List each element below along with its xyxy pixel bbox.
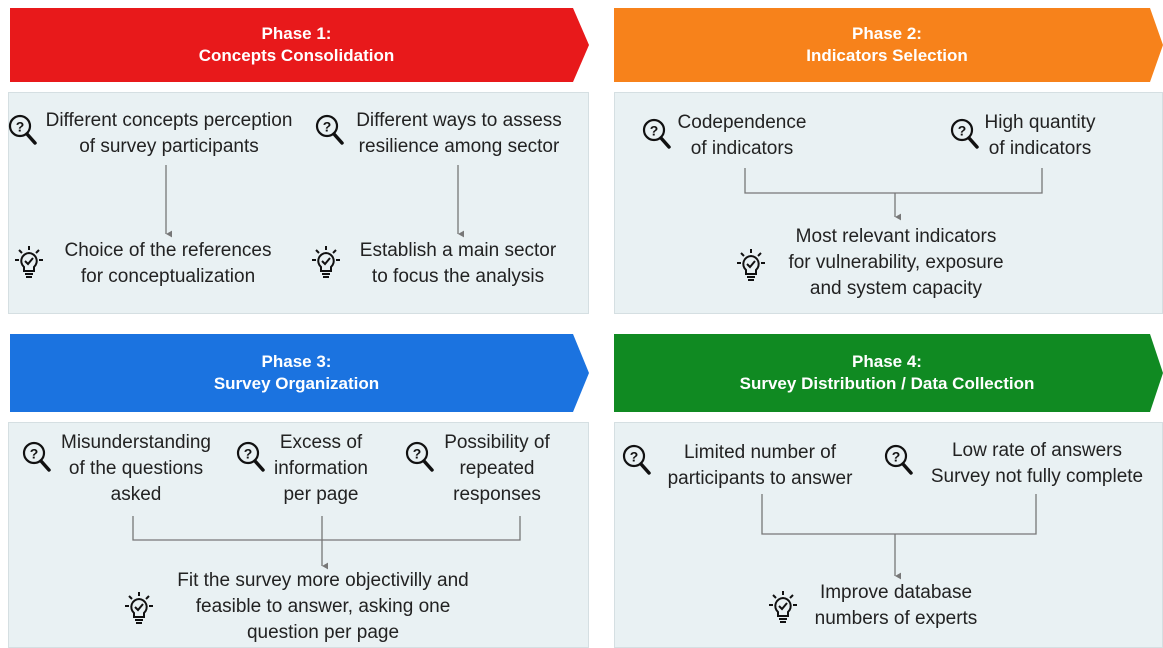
p3-issue-2-line2: information — [274, 458, 368, 479]
p3-issue-1-line3: asked — [110, 484, 162, 505]
phase3-title: Survey Organization — [213, 374, 380, 393]
p4-issue-2-line2: Survey not fully complete — [930, 466, 1144, 487]
magnifier-question-icon — [884, 443, 914, 477]
p3-issue-1-line2: of the questions — [68, 458, 204, 479]
p2-issue-2: High quantity of indicators — [975, 110, 1105, 162]
p1-issue-1-line1: Different concepts perception — [45, 110, 293, 131]
p3-issue-1-line1: Misunderstanding — [61, 432, 211, 453]
p3-issue-2-line1: Excess of — [279, 432, 363, 453]
phase4-label: Phase 4: — [852, 352, 922, 371]
p4-bracket — [761, 494, 1037, 535]
phase3-label: Phase 3: — [261, 352, 332, 371]
p3-issue-2-line3: per page — [283, 484, 359, 505]
phase4-panel — [614, 422, 1163, 648]
p2-solution-line2: for vulnerability, exposure — [788, 252, 1004, 273]
p1-issue-2-line2: resilience among sector — [358, 136, 560, 157]
phase4-title: Survey Distribution / Data Collection — [739, 374, 1035, 393]
p2-issue-2-line2: of indicators — [988, 138, 1092, 159]
phase3-banner-shape — [10, 334, 589, 412]
phase1-panel — [8, 92, 589, 314]
p3-bracket — [132, 516, 521, 541]
p2-issue-1: Codependence of indicators — [668, 110, 816, 162]
magnifier-question-icon — [8, 113, 38, 147]
magnifier-question-icon — [622, 443, 652, 477]
p2-solution-line3: and system capacity — [809, 278, 983, 299]
p3-issue-3-line3: responses — [453, 484, 541, 505]
p4-solution: Improve database numbers of experts — [800, 580, 992, 632]
phase3-header: Phase 3: Survey Organization — [10, 334, 583, 412]
p1-solution-2: Establish a main sector to focus the ana… — [344, 238, 572, 290]
p1-issue-1: Different concepts perception of survey … — [36, 108, 302, 160]
p2-issue-1-line1: Codependence — [677, 112, 807, 133]
phase2-title: Indicators Selection — [806, 46, 968, 65]
p4-issue-1: Limited number of participants to answer — [652, 440, 868, 492]
p1-solution-2-line1: Establish a main sector — [359, 240, 557, 261]
phase4-banner-shape — [614, 334, 1163, 412]
p1-solution-1-line1: Choice of the references — [64, 240, 272, 261]
p1-issue-1-line2: of survey participants — [79, 136, 259, 157]
p4-solution-line1: Improve database — [819, 582, 973, 603]
p2-solution: Most relevant indicators for vulnerabili… — [770, 224, 1022, 302]
p4-issue-1-line2: participants to answer — [667, 468, 853, 489]
p1-solution-1: Choice of the references for conceptuali… — [48, 238, 288, 290]
lightbulb-check-icon — [736, 248, 766, 282]
p4-issue-2: Low rate of answers Survey not fully com… — [914, 438, 1160, 490]
p3-issue-3: Possibility of repeated responses — [430, 430, 564, 508]
phase2-banner-shape — [614, 8, 1163, 82]
p1-solution-2-line2: to focus the analysis — [371, 266, 545, 287]
p2-issue-1-line2: of indicators — [690, 138, 794, 159]
phase1-header: Phase 1: Concepts Consolidation — [10, 8, 583, 82]
p1-issue-2-line1: Different ways to assess — [356, 110, 562, 131]
p4-issue-1-line1: Limited number of — [683, 442, 837, 463]
p3-issue-3-line1: Possibility of — [444, 432, 550, 453]
phase1-banner-shape — [10, 8, 589, 82]
p3-solution-line3: question per page — [246, 622, 400, 643]
p2-solution-line1: Most relevant indicators — [795, 226, 997, 247]
p1-issue-2: Different ways to assess resilience amon… — [341, 108, 577, 160]
lightbulb-check-icon — [14, 245, 44, 279]
p1-solution-1-line2: for conceptualization — [80, 266, 256, 287]
lightbulb-check-icon — [124, 591, 154, 625]
phase1-title: Concepts Consolidation — [198, 46, 395, 65]
phase2-panel — [614, 92, 1163, 314]
p3-issue-2: Excess of information per page — [262, 430, 380, 508]
p3-solution: Fit the survey more objectivilly and fea… — [158, 568, 488, 646]
phase3-panel — [8, 422, 589, 648]
p3-solution-line2: feasible to answer, asking one — [195, 596, 451, 617]
phase2-label: Phase 2: — [852, 24, 922, 43]
p3-solution-line1: Fit the survey more objectivilly and — [177, 570, 469, 591]
p4-solution-line2: numbers of experts — [814, 608, 978, 629]
p4-issue-2-line1: Low rate of answers — [951, 440, 1123, 461]
lightbulb-check-icon — [311, 245, 341, 279]
phase4-header: Phase 4: Survey Distribution / Data Coll… — [614, 334, 1160, 412]
p3-issue-1: Misunderstanding of the questions asked — [48, 430, 224, 508]
p2-bracket — [744, 168, 1043, 194]
p2-issue-2-line1: High quantity — [984, 112, 1096, 133]
lightbulb-check-icon — [768, 590, 798, 624]
p3-issue-3-line2: repeated — [459, 458, 535, 479]
phase2-header: Phase 2: Indicators Selection — [614, 8, 1160, 82]
phase1-label: Phase 1: — [261, 24, 332, 43]
